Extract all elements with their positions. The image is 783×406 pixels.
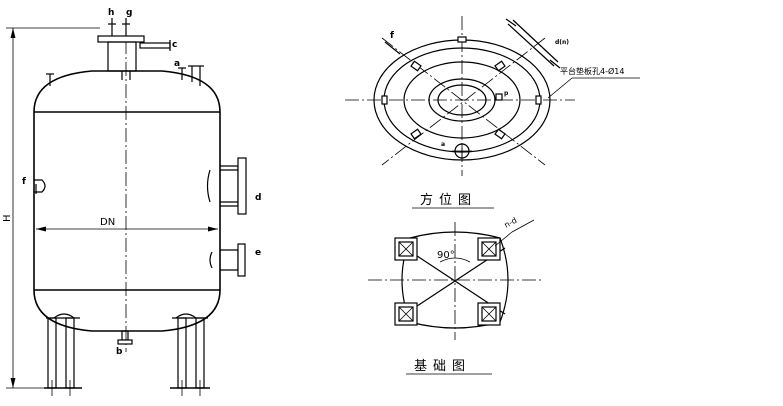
- foundation-pad-br: [477, 302, 501, 326]
- elevation-view: H DN h g: [2, 8, 261, 396]
- foundation-pad-tl: [394, 237, 418, 261]
- nozzle-h-label: h: [108, 8, 114, 18]
- nozzle-c: c: [139, 40, 177, 51]
- foundation-pad-bl: [394, 302, 418, 326]
- orientation-a-label: a: [441, 141, 445, 148]
- orientation-nozzle-dn: d(n): [505, 18, 569, 69]
- orientation-dn-label: d(n): [555, 39, 569, 46]
- top-manhole: h g: [97, 8, 145, 72]
- bolt-note-text: 平台垫板孔4-Ø14: [560, 66, 624, 76]
- orientation-nozzle-f: f: [384, 31, 401, 55]
- nozzle-c-label: c: [172, 40, 177, 50]
- foundation-angle-label: 90°: [437, 250, 455, 261]
- foundation-pad-tr: [477, 237, 501, 261]
- vessel-shell: [33, 70, 221, 332]
- support-legs: [44, 313, 210, 396]
- top-small-nozzles: [46, 65, 204, 86]
- orientation-view: a p f d(n) 平台垫板孔4-Ø14 方位图: [345, 16, 640, 209]
- nozzle-a-label: a: [174, 59, 180, 69]
- foundation-title: 基础图: [414, 359, 471, 374]
- orientation-p-label: p: [504, 90, 509, 97]
- nozzle-d-label: d: [255, 193, 261, 203]
- orientation-nozzle-p: p: [495, 90, 509, 101]
- nozzle-g-label: g: [126, 8, 132, 18]
- nozzle-e-label: e: [255, 248, 261, 258]
- orientation-f-label: f: [390, 31, 394, 41]
- height-dimension: H: [2, 27, 100, 389]
- diameter-dimension: DN: [36, 217, 218, 232]
- foundation-bolt-label: n-d: [503, 216, 519, 230]
- nozzle-d: d: [206, 157, 261, 215]
- nozzle-a: a: [174, 59, 186, 80]
- nozzle-e: e: [209, 243, 261, 277]
- nozzle-b: b: [116, 330, 133, 357]
- height-label: H: [2, 214, 13, 222]
- nozzle-f-label: f: [22, 177, 26, 187]
- bolt-note: 平台垫板孔4-Ø14: [547, 66, 640, 99]
- orientation-title: 方位图: [420, 192, 477, 208]
- foundation-view: 90° n-d 基础图: [368, 216, 542, 375]
- nozzle-b-label: b: [116, 347, 123, 357]
- diameter-label: DN: [100, 217, 115, 228]
- orientation-nozzle-a: a: [441, 141, 472, 159]
- nozzle-f: f: [22, 177, 46, 194]
